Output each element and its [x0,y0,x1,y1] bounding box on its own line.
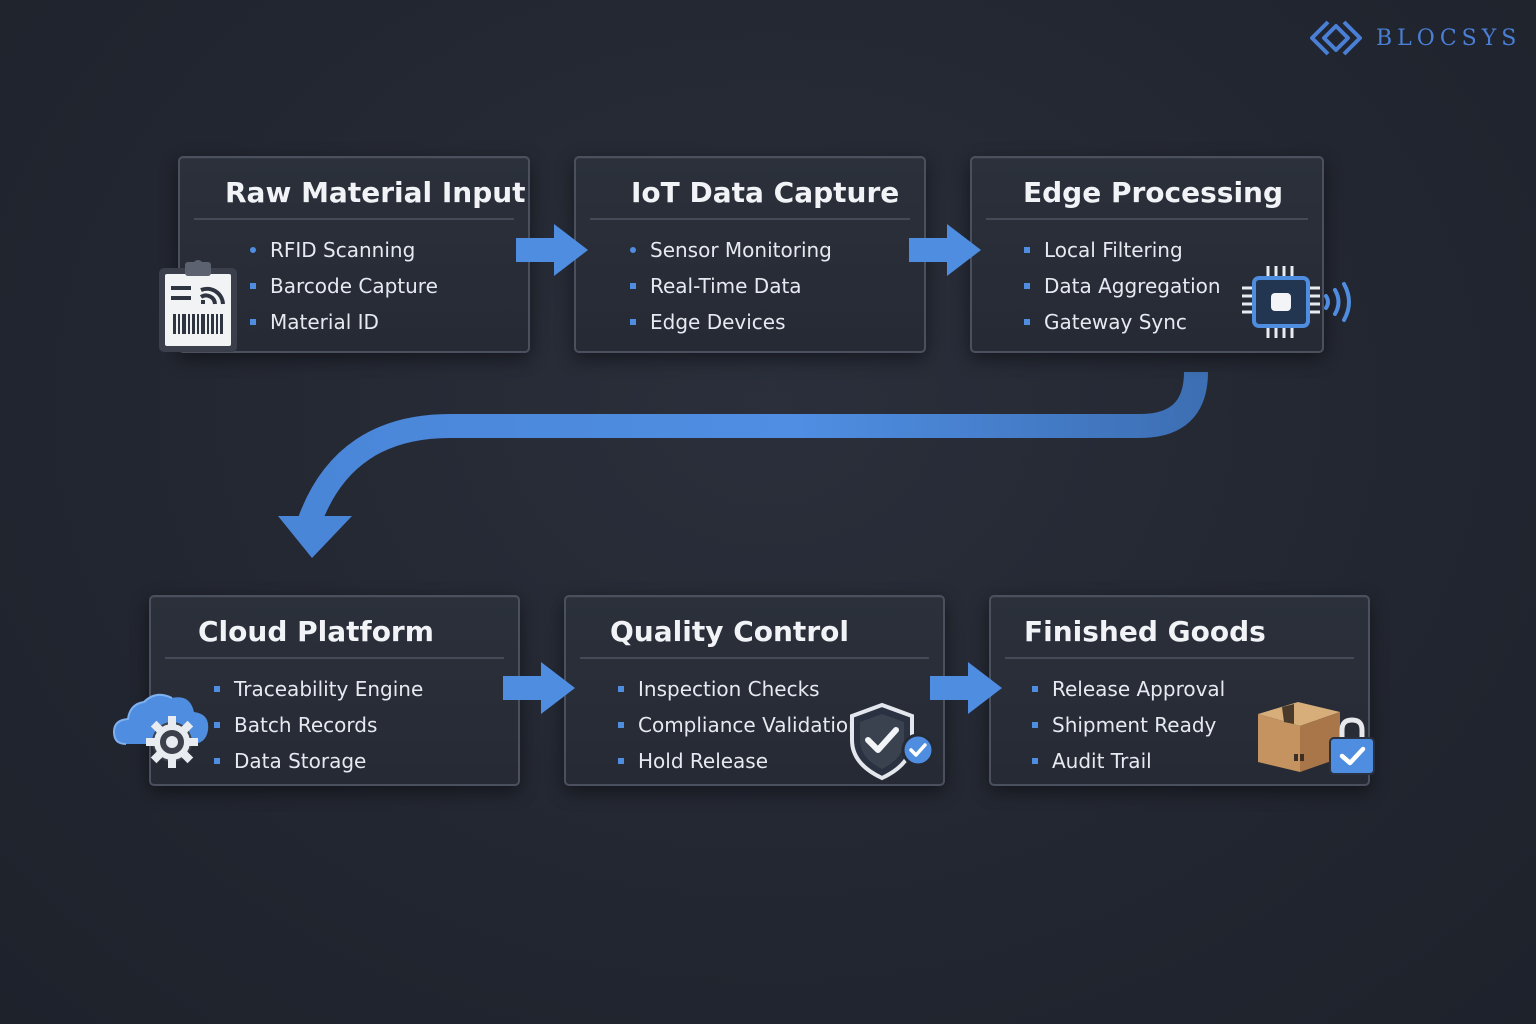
stage-title: Cloud Platform [198,615,434,648]
stage-title: Edge Processing [1023,176,1284,209]
stage-item-list: Release Approval Shipment Ready Audit Tr… [1032,671,1225,779]
list-item: Shipment Ready [1032,707,1225,743]
list-item: Barcode Capture [250,268,438,304]
brand-name: BLOCSYS [1376,25,1522,51]
stage-item-list: RFID Scanning Barcode Capture Material I… [250,232,438,340]
brand-logo: BLOCSYS [1308,18,1521,58]
flow-arrow-1 [516,224,588,276]
list-item: Traceability Engine [214,671,423,707]
list-item: Data Aggregation [1024,268,1221,304]
stage-card-raw-material-input: Raw Material Input RFID Scanning Barcode… [178,156,530,353]
title-divider [590,218,910,220]
list-item: Release Approval [1032,671,1225,707]
shield-check-icon [850,702,935,781]
blocsys-logo-icon [1310,20,1362,56]
list-item: Audit Trail [1032,743,1225,779]
chip-wireless-icon [1242,266,1351,338]
list-item: Edge Devices [630,304,832,340]
list-item: Batch Records [214,707,423,743]
stage-title: IoT Data Capture [631,176,900,209]
list-item: Inspection Checks [618,671,861,707]
stage-title: Raw Material Input [225,176,526,209]
list-item: RFID Scanning [250,232,438,268]
title-divider [986,218,1308,220]
title-divider [194,218,514,220]
list-item: Real-Time Data [630,268,832,304]
flow-arrow-3 [503,662,575,714]
list-item: Hold Release [618,743,861,779]
list-item: Material ID [250,304,438,340]
stage-item-list: Sensor Monitoring Real-Time Data Edge De… [630,232,832,340]
title-divider [580,657,929,659]
stage-title: Quality Control [610,615,849,648]
package-lock-icon [1258,702,1375,775]
stage-card-iot-data-capture: IoT Data Capture Sensor Monitoring Real-… [574,156,926,353]
list-item: Sensor Monitoring [630,232,832,268]
stage-title: Finished Goods [1024,615,1266,648]
list-item: Compliance Validation [618,707,861,743]
clipboard-barcode-icon [159,260,237,352]
list-item: Local Filtering [1024,232,1221,268]
list-item: Gateway Sync [1024,304,1221,340]
stage-card-finished-goods: Finished Goods Release Approval Shipment… [989,595,1370,786]
stage-item-list: Inspection Checks Compliance Validation … [618,671,861,779]
list-item: Data Storage [214,743,423,779]
title-divider [1005,657,1354,659]
flow-arrow-2 [909,224,981,276]
flow-arrow-4 [930,662,1002,714]
stage-item-list: Traceability Engine Batch Records Data S… [214,671,423,779]
cloud-gear-icon [112,693,209,768]
stage-item-list: Local Filtering Data Aggregation Gateway… [1024,232,1221,340]
title-divider [165,657,504,659]
